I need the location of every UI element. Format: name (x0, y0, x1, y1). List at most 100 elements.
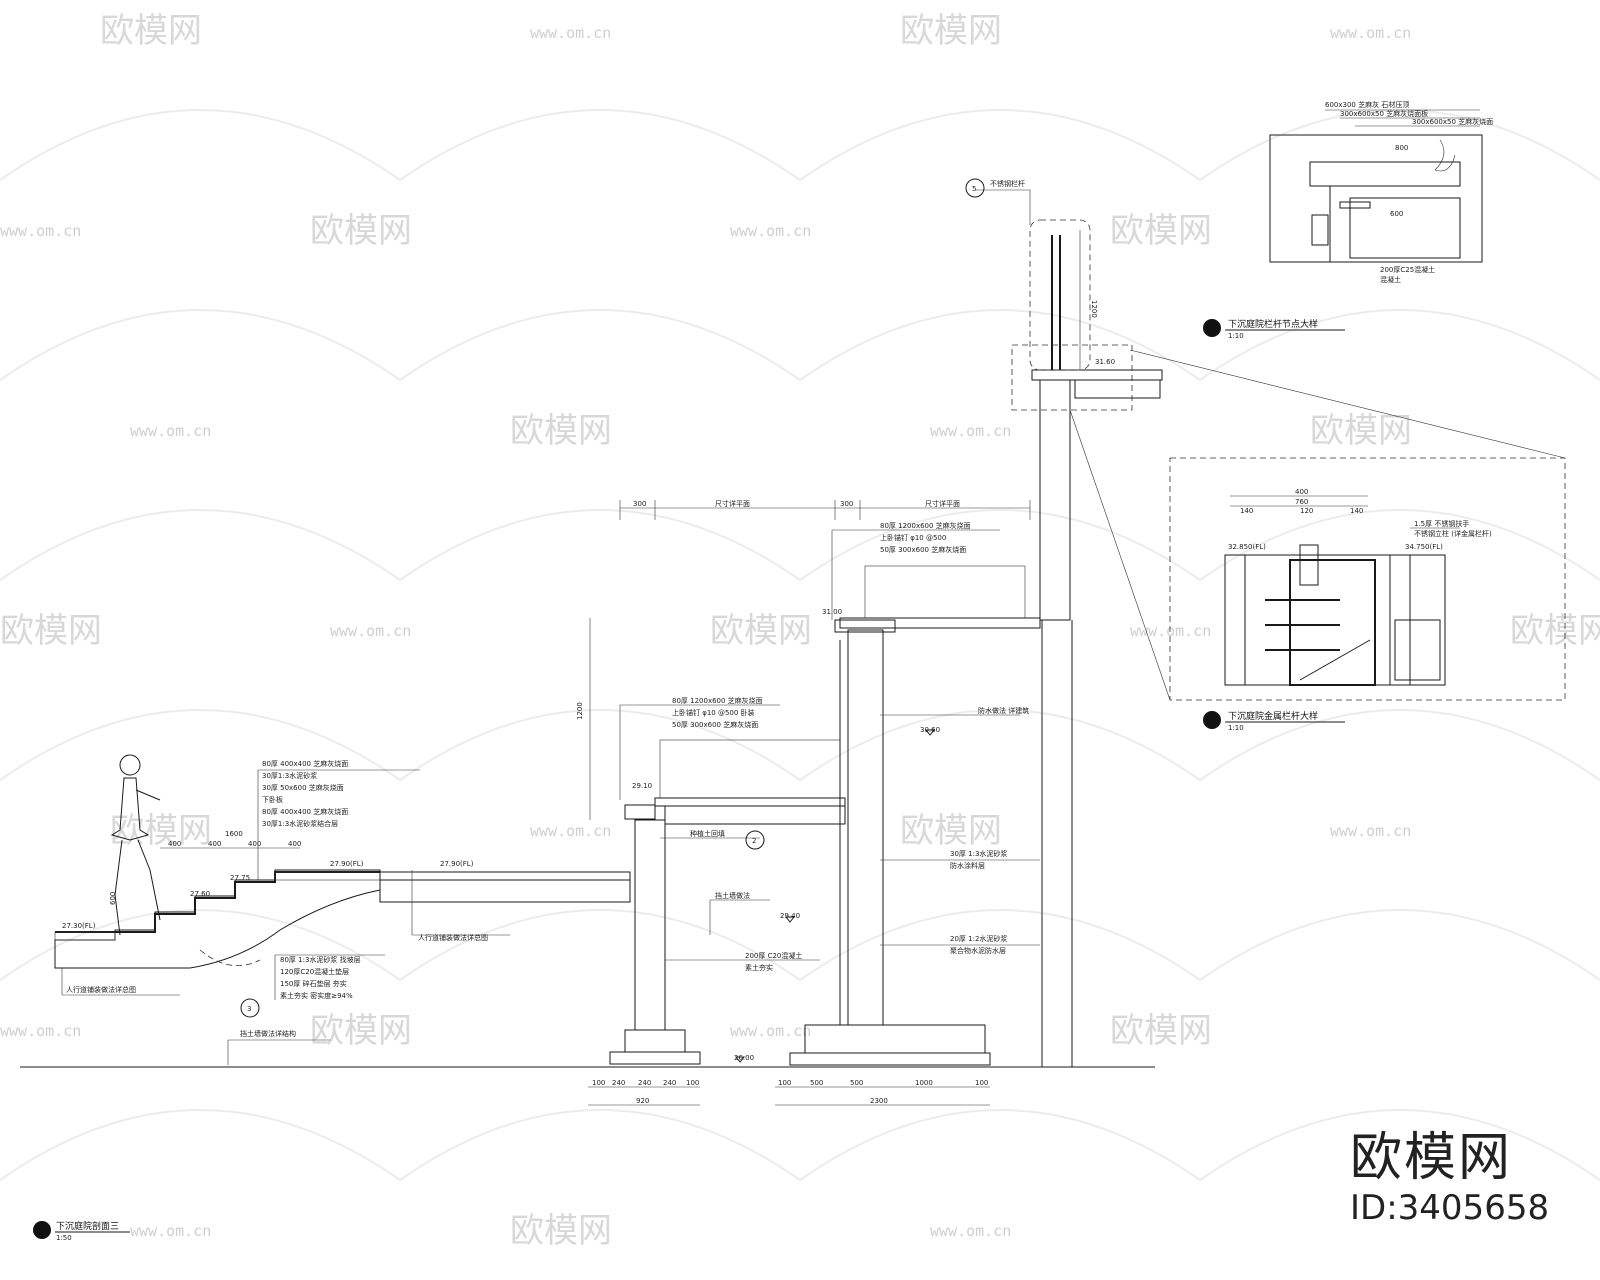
title-bullet (33, 1221, 51, 1239)
note: 人行道铺装做法详总图 (66, 985, 136, 994)
note: 下卧板 (262, 795, 283, 804)
dim-detail: 600 (1390, 210, 1403, 218)
dim-foot1: 240 (638, 1079, 651, 1087)
watermark-logo: 欧模网 (1310, 411, 1412, 451)
callout-marker (745, 830, 765, 850)
watermark-logo: 欧模网 (710, 611, 812, 651)
watermark-url: www.om.cn (130, 422, 211, 440)
detail-title-bullet (1203, 319, 1221, 337)
dim-step: 400 (168, 840, 181, 848)
callout-marker (965, 178, 985, 198)
note: 素土夯实 密实度≥94% (280, 991, 353, 1000)
note: 聚合物水泥防水层 (950, 946, 1006, 955)
dim-detail: 120 (1300, 507, 1313, 515)
callout-marker (240, 998, 260, 1018)
note: 120厚C20混凝土垫层 (280, 967, 349, 976)
callout-number: 2 (752, 837, 756, 845)
detail-title: 下沉庭院金属栏杆大样 (1228, 710, 1318, 722)
dim-step: 400 (208, 840, 221, 848)
zoom-line (1069, 409, 1171, 701)
zoom-line (1129, 349, 1566, 459)
dim-detail: 760 (1295, 498, 1308, 506)
dim-detail: 800 (1395, 144, 1408, 152)
watermark-url: www.om.cn (0, 222, 81, 240)
detail-scale: 1:10 (1228, 724, 1244, 732)
brand-logo-text: 欧模网 (1350, 1128, 1513, 1188)
note: 200厚C25混凝土 (1380, 265, 1435, 274)
note: 150厚 碎石垫层 夯实 (280, 979, 347, 988)
notes-left: 80厚 400x400 芝麻灰烧面 30厚1:3水泥砂浆 30厚 50x600 … (61, 759, 510, 1065)
elevation-label: 32.850(FL) (1228, 543, 1266, 551)
brand-id: ID:3405658 (1350, 1188, 1550, 1228)
note: 50厚 300x600 芝麻灰烧面 (880, 545, 966, 554)
dim-foot2: 1000 (915, 1079, 933, 1087)
dim-stepv-total: 600 (109, 892, 117, 905)
note: 人行道铺装做法详总图 (418, 933, 488, 942)
watermark-url: www.om.cn (1330, 822, 1411, 840)
note: 80厚 400x400 芝麻灰烧面 (262, 759, 348, 768)
main-title: 下沉庭院剖面三 (56, 1220, 119, 1232)
dimensions-top: 300 尺寸详平面 300 尺寸详平面 1200 1200 (576, 230, 1098, 820)
watermark-logo: 欧模网 (900, 811, 1002, 851)
watermark-url: www.om.cn (730, 1022, 811, 1040)
dim-foot2: 500 (810, 1079, 823, 1087)
watermark-url: www.om.cn (0, 1022, 81, 1040)
dim-foot2: 100 (975, 1079, 988, 1087)
dim-foot2: 100 (778, 1079, 791, 1087)
detail-title-bullet (1203, 711, 1221, 729)
dim-foot1: 240 (663, 1079, 676, 1087)
main-title-block: 下沉庭院剖面三 1:50 (33, 1220, 130, 1242)
dim-foot1: 100 (686, 1079, 699, 1087)
dimensions-footing: 100 240 240 240 100 920 100 500 500 1000… (588, 1079, 990, 1106)
note: 80厚 1:3水泥砂浆 找坡层 (280, 955, 361, 964)
note: 不锈钢栏杆 (990, 179, 1025, 188)
dim-detail: 140 (1350, 507, 1363, 515)
dim-foot2: 500 (850, 1079, 863, 1087)
note: 30厚 1:3水泥砂浆 (950, 849, 1007, 858)
dim-height-1: 1200 (576, 702, 584, 720)
note: 上卧锚钉 φ10 @500 (880, 533, 946, 542)
watermark-logo: 欧模网 (510, 1211, 612, 1251)
dim-foot1: 100 (592, 1079, 605, 1087)
note: 200厚 C20混凝土 (745, 951, 802, 960)
retaining-wall-right (789, 619, 991, 1066)
middle-planter (654, 739, 846, 825)
elevation-label: 27.90(FL) (440, 860, 474, 868)
note: 1.5厚 不锈钢扶手 (1414, 519, 1469, 528)
elevation-label: 29.10 (632, 782, 652, 790)
dim-step: 400 (248, 840, 261, 848)
watermark-url: www.om.cn (330, 622, 411, 640)
note: 种植土回填 (690, 829, 725, 838)
watermark-logo: 欧模网 (110, 811, 212, 851)
elevation-label: 27.90(FL) (330, 860, 364, 868)
note: 上卧锚钉 φ10 @500 卧装 (672, 708, 755, 717)
watermark-url: www.om.cn (730, 222, 811, 240)
elevation-label: 27.30(FL) (62, 922, 96, 930)
dim-foot1-total: 920 (636, 1097, 649, 1105)
watermark-logo: 欧模网 (1510, 611, 1600, 651)
human-figure-icon (110, 754, 161, 936)
dim-top-label-1: 尺寸详平面 (715, 499, 750, 508)
note: 80厚 400x400 芝麻灰烧面 (262, 807, 348, 816)
note: 300x600x50 芝麻灰烧面 (1412, 117, 1493, 126)
watermark-logo: 欧模网 (1110, 1011, 1212, 1051)
dim-top-label-2: 尺寸详平面 (925, 499, 960, 508)
note: 30厚 50x600 芝麻灰烧面 (262, 783, 344, 792)
watermark-logo: 欧模网 (510, 411, 612, 451)
tall-wall (1011, 219, 1163, 1067)
elevation-label: 27.75 (230, 874, 250, 882)
watermark-logo: 欧模网 (310, 1011, 412, 1051)
note: 防水做法 详建筑 (978, 706, 1029, 715)
callout-number: 3 (247, 1005, 251, 1013)
dim-detail: 400 (1295, 488, 1308, 496)
notes-middle: 80厚 1200x600 芝麻灰烧面 上卧锚钉 φ10 @500 卧装 50厚 … (619, 696, 820, 972)
note: 挡土墙做法 (715, 891, 750, 900)
watermark-texts: 欧模网 www.om.cn 欧模网 www.om.cn www.om.cn 欧模… (0, 11, 1600, 1251)
elevation-label: 26.00 (734, 1054, 754, 1062)
stepped-pavement (54, 869, 381, 969)
note: 50厚 300x600 芝麻灰烧面 (672, 720, 758, 729)
note: 防水涂料层 (950, 861, 985, 870)
dim-detail: 140 (1240, 507, 1253, 515)
watermark-url: www.om.cn (930, 422, 1011, 440)
